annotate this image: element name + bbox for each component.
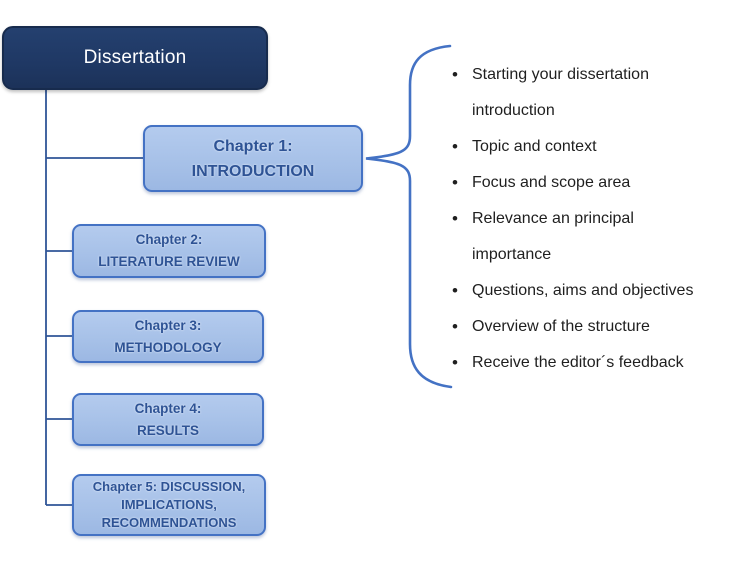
chapter-4-node: Chapter 4: RESULTS — [72, 393, 264, 446]
list-item: Relevance an principal importance — [448, 201, 702, 273]
chapter-3-node: Chapter 3: METHODOLOGY — [72, 310, 264, 363]
root-node-dissertation: Dissertation — [2, 26, 268, 90]
chapter-1-node: Chapter 1: INTRODUCTION — [143, 125, 363, 192]
list-item: Receive the editor´s feedback — [448, 345, 702, 381]
root-node-label: Dissertation — [83, 47, 187, 68]
chapter-5-node: Chapter 5: DISCUSSION, IMPLICATIONS, REC… — [72, 474, 266, 536]
chapter1-details-list: Starting your dissertation introductionT… — [448, 57, 726, 381]
list-item: Overview of the structure — [448, 309, 702, 345]
list-item: Focus and scope area — [448, 165, 702, 201]
brace — [365, 44, 453, 389]
chapter-2-node: Chapter 2: LITERATURE REVIEW — [72, 224, 266, 278]
list-item: Questions, aims and objectives — [448, 273, 702, 309]
list-item: Topic and context — [448, 129, 702, 165]
list-item: Starting your dissertation introduction — [448, 57, 702, 129]
